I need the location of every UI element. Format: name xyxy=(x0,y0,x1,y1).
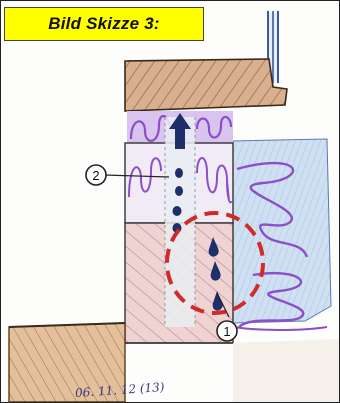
marker-2-label: 2 xyxy=(92,168,99,183)
title-box: Bild Skizze 3: xyxy=(4,7,204,41)
marker-1-label: 1 xyxy=(223,324,230,339)
ceiling-slab xyxy=(125,59,287,111)
figure-title: Bild Skizze 3: xyxy=(48,14,159,34)
